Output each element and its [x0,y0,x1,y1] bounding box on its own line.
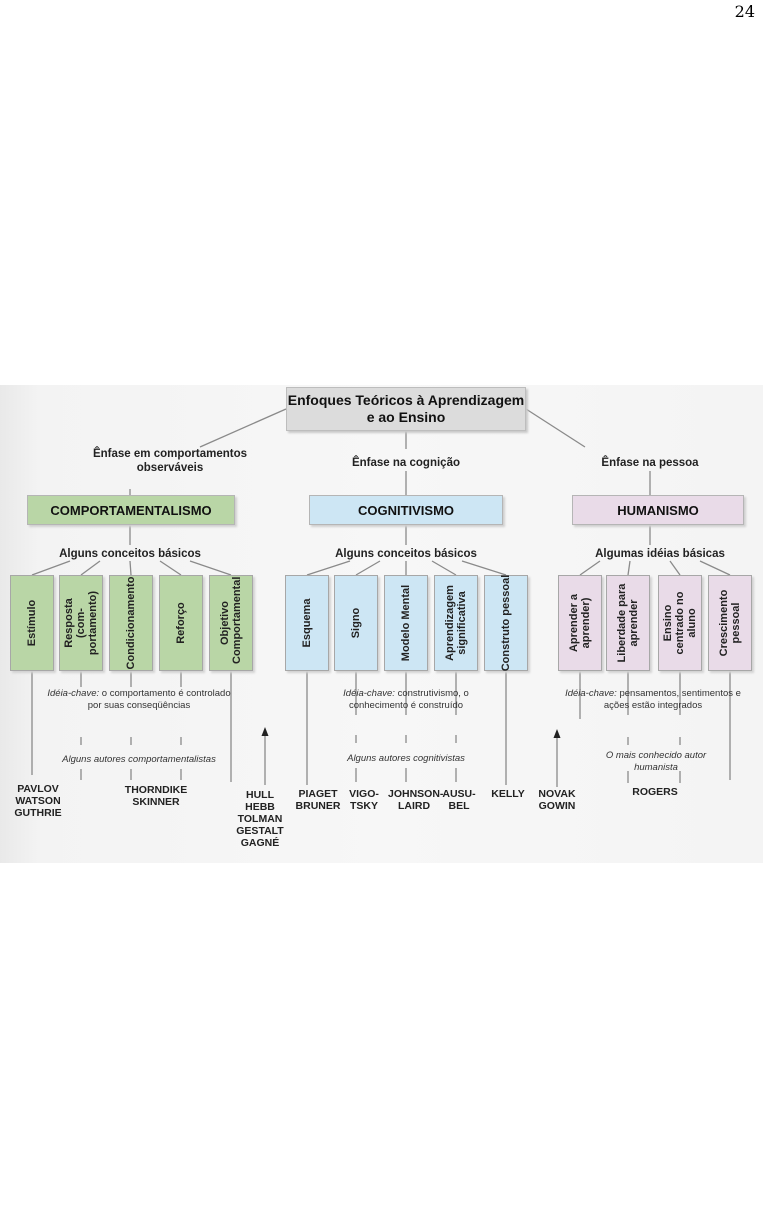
concept-box: Ensino centrado no aluno [658,575,702,671]
concept-box: Estímulo [10,575,54,671]
concept-label: Crescimento pessoal [718,589,742,657]
concept-box: Signo [334,575,378,671]
authors-label-behaviorism: Alguns autores comportamentalistas [62,754,216,765]
authors-label-cognitivism: Alguns autores cognitivistas [347,753,465,764]
author-group: AUSU-BEL [442,788,476,812]
concept-label: Construto pessoal [500,574,512,672]
author-group: NOVAK GOWIN [538,788,576,812]
emphasis-behavior: Ênfase em comportamentos observáveis [92,448,247,474]
key-idea-cognitivism: Idéia-chave: construtivismo, o conhecime… [343,688,469,711]
author-group: HULL HEBB TOLMAN GESTALT GAGNÉ [236,789,284,849]
concept-label: Modelo Mental [400,584,412,662]
concept-box: Aprender a aprender) [558,575,602,671]
concept-label: Signo [350,607,362,639]
concept-box: Condicionamento [109,575,153,671]
author-group: THORNDIKE SKINNER [124,784,188,808]
concept-label: Esquema [301,598,313,648]
branch-cognitivism: COGNITIVISMO [309,495,503,525]
concepts-heading-behaviorism: Alguns conceitos básicos [59,548,201,560]
author-group: ROGERS [632,786,678,798]
emphasis-cognition: Ênfase na cognição [351,457,460,469]
concept-box: Liberdade para aprender [606,575,650,671]
author-group: PIAGET BRUNER [295,788,341,812]
author-group: KELLY [491,788,525,800]
concept-map: Enfoques Teóricos à Aprendizagem e ao En… [0,385,763,863]
concept-box: Objetivo Comportamental [209,575,253,671]
concept-label: Aprender a aprender) [568,593,592,653]
author-group: PAVLOV WATSON GUTHRIE [14,783,62,819]
concept-label: Ensino centrado no aluno [662,591,698,655]
branch-behaviorism: COMPORTAMENTALISMO [27,495,235,525]
concept-label: Resposta (com-portamento) [63,590,99,656]
concepts-heading-humanism: Algumas idéias básicas [595,548,725,560]
concept-box: Resposta (com-portamento) [59,575,103,671]
concept-label: Objetivo Comportamental [219,576,243,664]
concepts-heading-cognitivism: Alguns conceitos básicos [335,548,477,560]
concept-box: Modelo Mental [384,575,428,671]
concept-label: Liberdade para aprender [616,583,640,663]
author-group: VIGO-TSKY [349,788,379,812]
concept-box: Crescimento pessoal [708,575,752,671]
author-group: JOHNSON-LAIRD [388,788,444,812]
concept-label: Estímulo [26,599,38,647]
concept-label: Reforço [175,602,187,644]
concept-label: Aprendizagem significativa [444,585,468,661]
authors-label-humanism: O mais conhecido autor humanista [605,750,707,773]
key-idea-humanism: Idéia-chave: pensamentos, sentimentos e … [565,688,741,711]
concept-box: Reforço [159,575,203,671]
page-number: 24 [734,2,755,21]
branch-humanism: HUMANISMO [572,495,744,525]
emphasis-person: Ênfase na pessoa [601,457,699,469]
key-idea-behaviorism: Idéia-chave: o comportamento é controlad… [47,688,231,711]
concept-box: Aprendizagem significativa [434,575,478,671]
title-box: Enfoques Teóricos à Aprendizagem e ao En… [286,387,526,431]
connector-lines [31,408,731,787]
concept-box: Esquema [285,575,329,671]
concept-label: Condicionamento [125,576,137,670]
concept-box: Construto pessoal [484,575,528,671]
